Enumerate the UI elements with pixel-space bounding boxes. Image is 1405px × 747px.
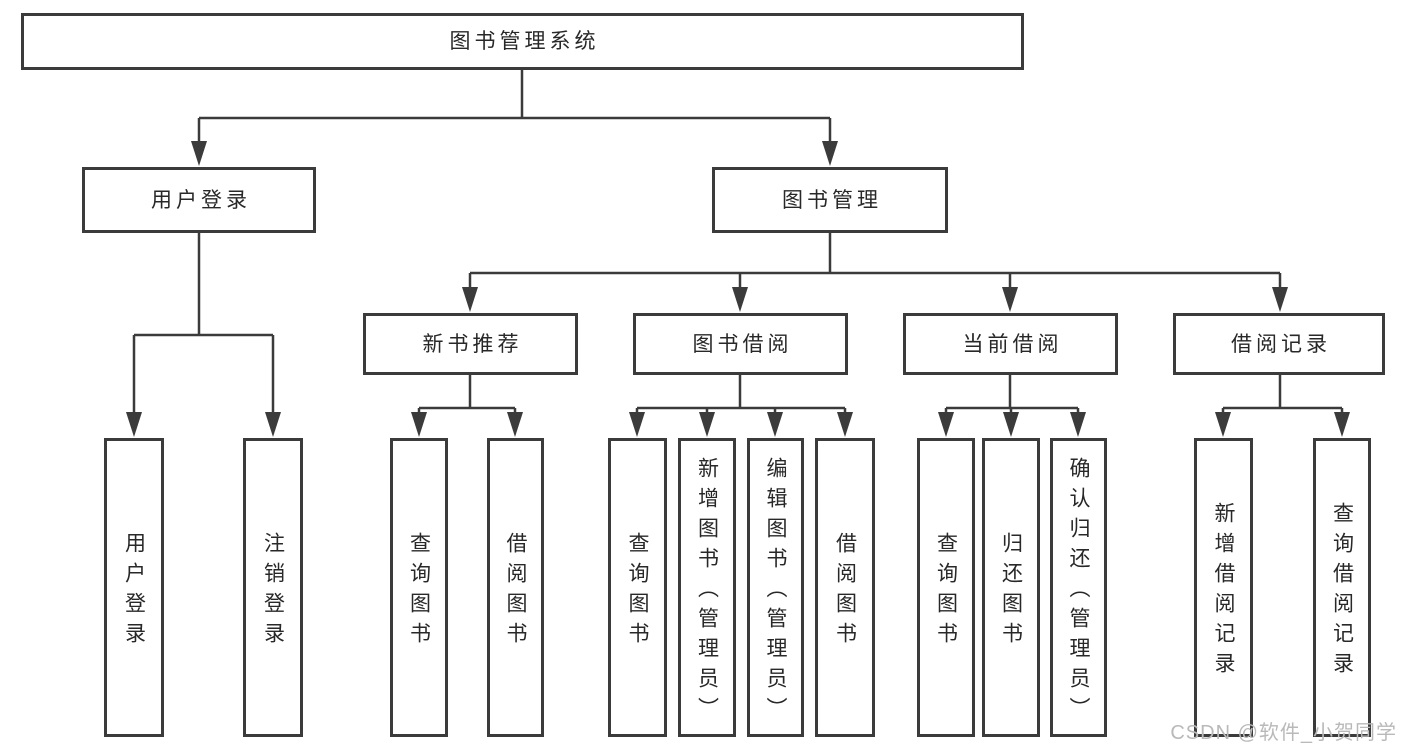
leaf-borrow-books-borrowing: 借阅图书 (815, 438, 875, 737)
leaf-return-book: 归还图书 (982, 438, 1040, 737)
node-book-management: 图书管理 (712, 167, 948, 233)
leaf-query-books-current: 查询图书 (917, 438, 975, 737)
leaf-query-books-borrowing: 查询图书 (608, 438, 667, 737)
leaf-query-borrow-record: 查询借阅记录 (1313, 438, 1371, 737)
node-borrowing-records: 借阅记录 (1173, 313, 1385, 375)
leaf-borrow-books-recommend: 借阅图书 (487, 438, 544, 737)
leaf-logout: 注销登录 (243, 438, 303, 737)
node-library-management-system: 图书管理系统 (21, 13, 1024, 70)
leaf-add-borrow-record: 新增借阅记录 (1194, 438, 1253, 737)
node-current-borrowing: 当前借阅 (903, 313, 1118, 375)
leaf-query-books-recommend: 查询图书 (390, 438, 448, 737)
csdn-watermark: CSDN @软件_小贺同学 (1170, 722, 1397, 744)
node-book-borrowing: 图书借阅 (633, 313, 848, 375)
leaf-edit-book-admin: 编辑图书（管理员） (747, 438, 804, 737)
node-user-login: 用户登录 (82, 167, 316, 233)
leaf-add-book-admin: 新增图书（管理员） (678, 438, 736, 737)
leaf-confirm-return-admin: 确认归还（管理员） (1050, 438, 1107, 737)
node-new-book-recommendation: 新书推荐 (363, 313, 578, 375)
leaf-user-login: 用户登录 (104, 438, 164, 737)
